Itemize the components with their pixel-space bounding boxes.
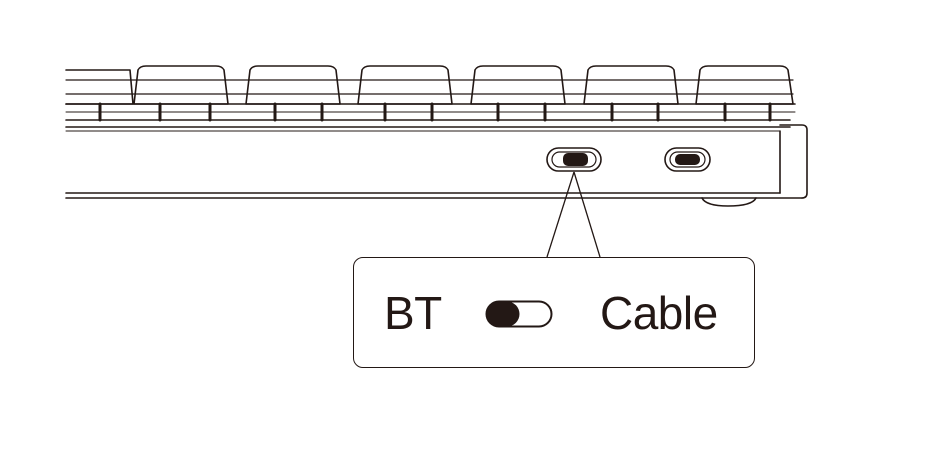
cable-label: Cable [600,287,718,339]
side-port-slot [664,147,711,172]
callout-leader [546,171,601,258]
mode-switch-icon [485,300,553,328]
mode-switch-callout: BT Cable [353,257,755,368]
mode-switch-slot [546,147,602,172]
keyboard-plate [65,103,796,121]
keyboard-case [65,124,808,207]
bt-label: BT [384,287,442,339]
